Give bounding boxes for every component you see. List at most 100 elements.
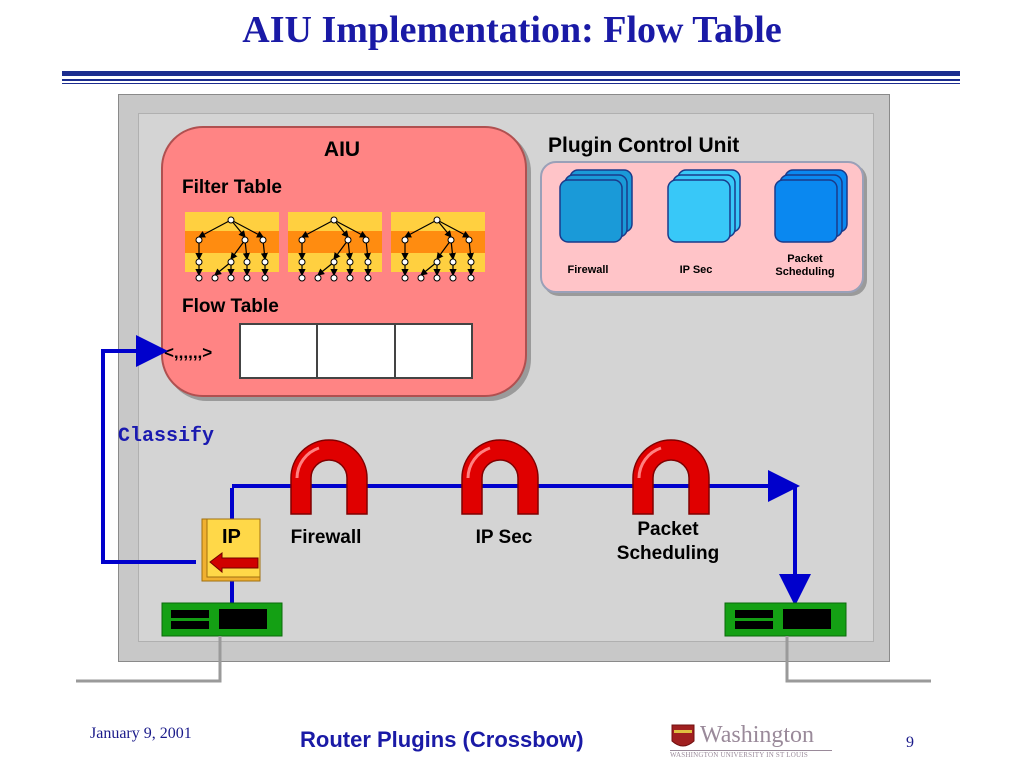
washington-crest-icon bbox=[671, 724, 695, 747]
tree-node bbox=[346, 258, 354, 266]
tree-node bbox=[314, 274, 322, 282]
tree-node bbox=[195, 258, 203, 266]
tree-node bbox=[227, 216, 235, 224]
wire-right bbox=[785, 636, 931, 683]
tree-node bbox=[346, 274, 354, 282]
pcu-plugin-stack-icon bbox=[667, 169, 741, 243]
slide-title: AIU Implementation: Flow Table bbox=[242, 9, 782, 51]
filter-band bbox=[288, 231, 382, 253]
tree-edge bbox=[230, 239, 246, 260]
pcu-plugin-packet-scheduling: Packet Scheduling bbox=[775, 253, 835, 278]
hook-highlight bbox=[295, 446, 320, 479]
filter-band bbox=[391, 231, 485, 253]
tree-node bbox=[330, 274, 338, 282]
plugin-card bbox=[559, 179, 623, 243]
tree-node bbox=[330, 258, 338, 266]
page-number: 9 bbox=[906, 734, 914, 751]
tree-edge bbox=[436, 239, 452, 260]
flow-table-cell bbox=[318, 325, 396, 377]
tree-node bbox=[417, 274, 425, 282]
tree-node bbox=[330, 216, 338, 224]
tree-node bbox=[261, 274, 269, 282]
tree-edge bbox=[300, 219, 335, 238]
footer-title: Router Plugins (Crossbow) bbox=[300, 727, 584, 752]
nic-right bbox=[724, 602, 847, 637]
tree-node bbox=[401, 274, 409, 282]
tree-node bbox=[243, 274, 251, 282]
tree-node bbox=[261, 258, 269, 266]
tree-edge bbox=[230, 219, 265, 238]
ip-module bbox=[201, 518, 261, 582]
university-logo-subtitle: WASHINGTON UNIVERSITY IN ST LOUIS bbox=[670, 750, 832, 759]
datapath-plugin-ipsec: IP Sec bbox=[475, 527, 533, 548]
ip-label: IP bbox=[222, 526, 241, 548]
hook-highlight bbox=[637, 446, 662, 479]
datapath-plugin-firewall: Firewall bbox=[290, 527, 362, 548]
flow-table-cell bbox=[241, 325, 319, 377]
pcu-plugin-firewall: Firewall bbox=[567, 264, 609, 276]
tree-node bbox=[433, 258, 441, 266]
flow-table bbox=[239, 323, 473, 379]
tree-node bbox=[433, 274, 441, 282]
filter-table-label: Filter Table bbox=[182, 177, 282, 198]
pcu-plugin-ipsec: IP Sec bbox=[679, 264, 713, 276]
tree-edge bbox=[436, 219, 452, 238]
tree-node bbox=[364, 258, 372, 266]
tree-node bbox=[298, 236, 306, 244]
tree-node bbox=[362, 236, 370, 244]
tree-node bbox=[298, 258, 306, 266]
classify-label: Classify bbox=[118, 425, 215, 448]
tree-node bbox=[401, 236, 409, 244]
hook-highlight bbox=[466, 446, 491, 479]
hook-shape bbox=[632, 439, 710, 515]
datapath-plugin-packet-scheduling: Packet Scheduling bbox=[616, 519, 720, 564]
tree-node bbox=[467, 258, 475, 266]
footer-date: January 9, 2001 bbox=[90, 725, 192, 742]
classify-arrow bbox=[101, 335, 196, 564]
title-rule-thin bbox=[62, 79, 960, 81]
tree-edge bbox=[403, 219, 438, 238]
title-rule-thick bbox=[62, 71, 960, 76]
tree-edge bbox=[436, 219, 471, 238]
flow-table-cell bbox=[395, 325, 471, 377]
tree-node bbox=[298, 274, 306, 282]
hook-shape bbox=[290, 439, 368, 515]
plugin-hooks bbox=[290, 439, 710, 515]
nic-left bbox=[161, 602, 283, 637]
tree-node bbox=[344, 236, 352, 244]
tree-node bbox=[241, 236, 249, 244]
tree-node bbox=[195, 274, 203, 282]
filter-band bbox=[185, 231, 279, 253]
tree-node bbox=[227, 258, 235, 266]
filter-tree bbox=[185, 212, 279, 282]
tree-node bbox=[401, 258, 409, 266]
title-rule-hair bbox=[62, 83, 960, 84]
tree-edge bbox=[333, 239, 349, 260]
tree-edge bbox=[333, 219, 368, 238]
tree-node bbox=[467, 274, 475, 282]
flow-tuple-label: <,,,,,,> bbox=[164, 343, 213, 362]
university-logo-name: Washington bbox=[700, 722, 815, 748]
aiu-label: AIU bbox=[323, 138, 361, 161]
filter-tree bbox=[391, 212, 485, 282]
tree-node bbox=[364, 274, 372, 282]
hook-shape bbox=[461, 439, 539, 515]
tree-edge bbox=[230, 219, 246, 238]
pcu-plugin-stack-icon bbox=[774, 169, 848, 243]
plugin-card bbox=[667, 179, 731, 243]
tree-edge bbox=[197, 219, 232, 238]
plugin-hook-icon bbox=[461, 439, 539, 515]
tree-node bbox=[227, 274, 235, 282]
tree-node bbox=[465, 236, 473, 244]
tree-node bbox=[259, 236, 267, 244]
tree-node bbox=[243, 258, 251, 266]
tree-edge bbox=[333, 219, 349, 238]
tree-node bbox=[449, 258, 457, 266]
tree-node bbox=[433, 216, 441, 224]
plugin-hook-icon bbox=[290, 439, 368, 515]
pcu-plugin-stacks bbox=[559, 169, 848, 243]
tree-node bbox=[195, 236, 203, 244]
tree-node bbox=[447, 236, 455, 244]
tree-node bbox=[449, 274, 457, 282]
